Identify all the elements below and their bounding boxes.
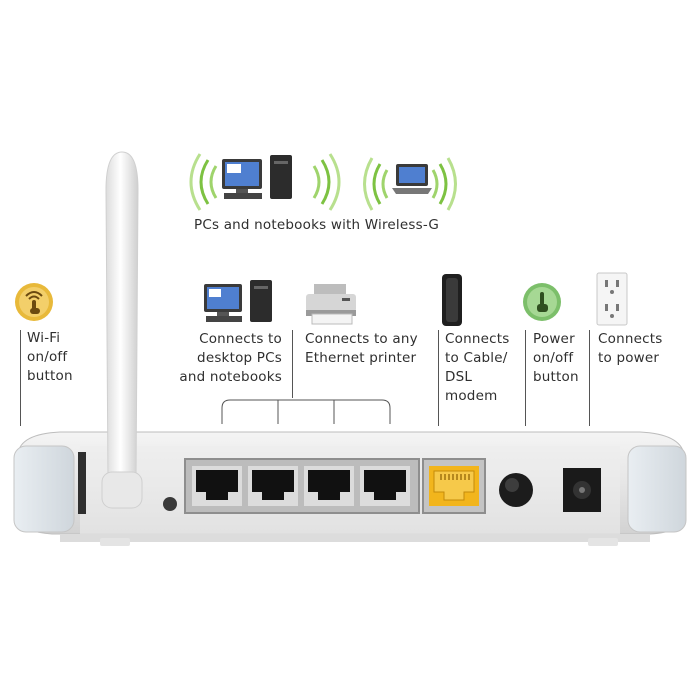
desktop-pc-icon [222,155,292,199]
wireless-caption: PCs and notebooks with Wireless-G [194,217,440,233]
modem-icon [442,274,462,326]
label-wifi-button: Wi-Fi on/off button [27,330,73,384]
antenna [101,151,143,509]
lan-port-4[interactable] [360,466,410,506]
wifi-arcs-right-icon [312,153,341,211]
label-printer: Connects to any Ethernet printer [305,331,418,366]
wifi-arcs-left-icon [363,157,389,211]
wan-port[interactable] [429,466,479,506]
leader-line-modem [438,330,439,426]
power-jack[interactable] [563,468,601,512]
wifi-arcs-left-icon [189,153,218,211]
leader-line-power [589,330,590,426]
lan-ports-bracket [221,399,391,424]
label-power: Connects to power [598,331,663,366]
leader-line-power-button [525,330,526,426]
lan-port-3[interactable] [304,466,354,506]
desktop-pc-icon [204,280,272,322]
power-button-icon [523,283,561,321]
printer-icon [306,284,356,325]
lan-port-2[interactable] [248,466,298,506]
wifi-arcs-right-icon [431,157,457,211]
leader-line-wifi [20,330,21,426]
power-switch-button[interactable] [496,470,536,510]
power-outlet-icon [596,272,628,326]
label-desktop: Connects to desktop PCs and notebooks [179,331,282,385]
label-modem: Connects to Cable/ DSL modem [445,331,510,404]
notebook-icon [392,164,432,194]
leader-line-desktop [292,330,293,398]
lan-port-1[interactable] [192,466,242,506]
wifi-button-icon [15,283,53,321]
reset-button-icon[interactable] [162,496,178,512]
label-power-button: Power on/off button [533,331,579,385]
